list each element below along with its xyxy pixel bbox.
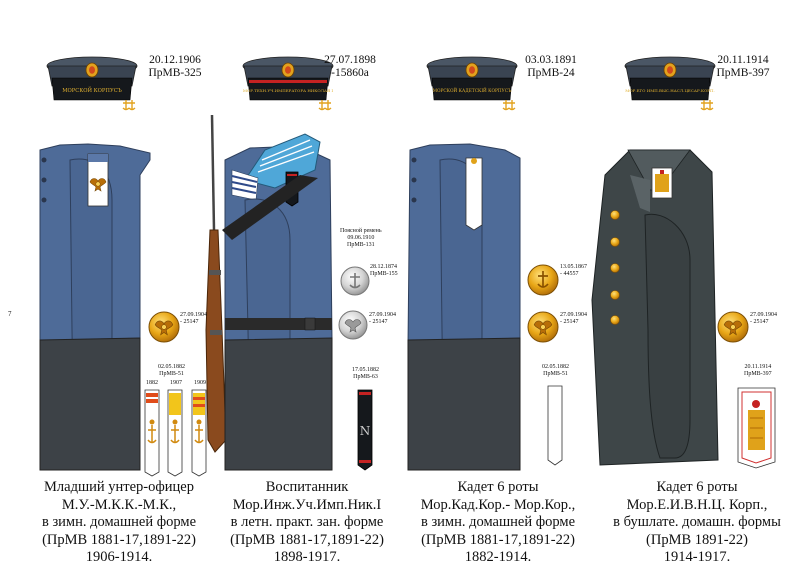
figure-4-button-date: 27.09.1904 (750, 312, 777, 318)
figure-1-cap (46, 56, 138, 111)
figure-4-header-order: ПрМВ-397 (716, 67, 770, 79)
figure-2-caption-line: Мор.Инж.Уч.Имп.Ник.I (232, 496, 382, 513)
figure-3-shoulder-strap (547, 385, 563, 466)
figure-1-caption-line: М.У.-М.К.К.-М.К., (61, 496, 177, 513)
figure-2-button-label: 27.09.1904 - 25147 (369, 312, 396, 326)
figure-3-caption: Кадет 6 роты Мор.Кад.Кор.- Мор.Кор., в з… (405, 479, 591, 567)
figure-4-caption-line: (ПрМВ 1891-22) (646, 531, 748, 548)
margin-mark: 7 (8, 310, 12, 318)
figure-2-button-date: 27.09.1904 (369, 312, 396, 318)
figure-4-header: 20.11.1914 ПрМВ-397 (703, 54, 783, 80)
figure-4-caption-line: в бушлате. домашн. формы (613, 514, 781, 530)
figure-3-caption-line: в зимн. домашней форме (420, 514, 576, 530)
figure-2-button-order: - 25147 (369, 319, 388, 325)
figure-4-caption-line: 1914-1917. (663, 549, 731, 565)
figure-2-cap (242, 56, 334, 111)
figure-3-header-date: 03.03.1891 (525, 54, 577, 66)
figure-4-caption: Кадет 6 роты Мор.Е.И.В.Н.Ц. Корп., в буш… (602, 479, 792, 567)
figure-2-header: 27.07.1898 -15860а (310, 54, 390, 80)
figure-3-shoulder-date: 02.05.1882 (542, 364, 569, 370)
figure-2-rifle (205, 114, 227, 453)
belt-note-line: 09.06.1910 (347, 235, 375, 241)
figure-1-shoulder-date: 02.05.1882 (158, 364, 185, 370)
figure-1-header-date: 20.12.1906 (149, 54, 201, 66)
figure-4-button-order: - 25147 (750, 319, 769, 325)
figure-2-belt-note: Поясной ремень 09.06.1910 ПрМВ-131 (340, 228, 382, 249)
figure-1-button-label: 27.09.1904 - 25147 (180, 312, 207, 326)
figure-2-trousers (224, 337, 333, 471)
figure-2-buckle-label: 28.12.1874 ПрМВ-155 (370, 264, 398, 278)
figure-3-cap (426, 56, 518, 111)
figure-2-caption: Воспитанник Мор.Инж.Уч.Имп.Ник.I в летн.… (214, 479, 400, 567)
figure-1-trousers (39, 337, 141, 471)
figure-3-button-date: 27.09.1904 (560, 312, 587, 318)
figure-4-header-date: 20.11.1914 (717, 54, 769, 66)
figure-4-button-label: 27.09.1904 - 25147 (750, 312, 777, 326)
stripe-year-2: 1907 (170, 380, 182, 386)
stripe-year-1: 1882 (146, 380, 158, 386)
figure-1-header: 20.12.1906 ПрМВ-325 (135, 54, 215, 80)
figure-3-header-order: ПрМВ-24 (527, 67, 575, 79)
figure-3-shoulder-order: ПрМВ-51 (543, 371, 568, 377)
figure-1-caption-line: в зимн. домашней форме (41, 514, 197, 530)
figure-2-header-date: 27.07.1898 (324, 54, 376, 66)
figure-2-caption-line: 1898-1917. (273, 549, 341, 565)
figure-2-shoulder-date: 17.05.1882 (352, 367, 379, 373)
figure-4-shoulder-label: 20.11.1914 ПрМВ-397 (744, 364, 772, 378)
figure-4-caption-line: Кадет 6 роты (656, 479, 738, 495)
figure-3-shoulder-label: 02.05.1882 ПрМВ-51 (542, 364, 569, 378)
figure-2-caption-line: (ПрМВ 1881-17,1891-22) (230, 531, 384, 548)
figure-3-anchor-label: 13.05.1867 - 44557 (560, 264, 587, 278)
figure-3-trousers (407, 337, 521, 471)
figure-2-buckle-order: ПрМВ-155 (370, 271, 398, 277)
figure-1-caption-line: Младший унтер-офицер (44, 479, 194, 495)
figure-4-shoulder-order: ПрМВ-397 (744, 371, 772, 377)
figure-3-anchor-date: 13.05.1867 (560, 264, 587, 270)
figure-2-shoulder-label: 17.05.1882 ПрМВ-63 (352, 367, 379, 381)
figure-3-button-order: - 25147 (560, 319, 579, 325)
stripe-year-3: 1909 (194, 380, 206, 386)
figure-4-cap (624, 56, 716, 111)
figure-2-shoulder-order: ПрМВ-63 (353, 374, 378, 380)
figure-2-sailor-collar (244, 133, 321, 189)
figure-1-header-order: ПрМВ-325 (148, 67, 202, 79)
figure-3-caption-line: 1882-1914. (464, 549, 532, 565)
figure-1-shoulder-label: 02.05.1882 ПрМВ-51 (158, 364, 185, 378)
figure-2-caption-line: в летн. практ. зан. форме (230, 514, 384, 530)
figure-1-caption-line: (ПрМВ 1881-17,1891-22) (42, 531, 196, 548)
figure-3-button-label: 27.09.1904 - 25147 (560, 312, 587, 326)
figure-3-caption-line: (ПрМВ 1881-17,1891-22) (421, 531, 575, 548)
figure-4-coat-buttons (610, 210, 620, 325)
figure-1-button-date: 27.09.1904 (180, 312, 207, 318)
figure-1-button-order: - 25147 (180, 319, 199, 325)
figure-1-shoulder-order: ПрМВ-51 (159, 371, 184, 377)
figure-1-caption-line: 1906-1914. (85, 549, 153, 565)
figure-4-shoulder-strap (737, 387, 776, 469)
belt-note-line: ПрМВ-131 (346, 242, 375, 248)
belt-note-line: Поясной ремень (340, 228, 382, 234)
figure-1-shoulder-straps (144, 389, 207, 477)
figure-2-buckle-date: 28.12.1874 (370, 264, 397, 270)
figure-3-caption-line: Мор.Кад.Кор.- Мор.Кор., (420, 496, 576, 513)
figure-4-caption-line: Мор.Е.И.В.Н.Ц. Корп., (626, 496, 768, 513)
figure-3-anchor-order: - 44557 (560, 271, 579, 277)
figure-2-shoulder-strap (357, 389, 373, 471)
figure-3-caption-line: Кадет 6 роты (457, 479, 539, 495)
figure-2-caption-line: Воспитанник (265, 479, 349, 495)
figure-4-shoulder-date: 20.11.1914 (744, 364, 772, 370)
figure-1-caption: Младший унтер-офицер М.У.-М.К.К.-М.К., в… (26, 479, 212, 567)
figure-3-header: 03.03.1891 ПрМВ-24 (511, 54, 591, 80)
svg-text:N: N (360, 424, 371, 438)
figure-2-header-order: -15860а (331, 67, 369, 79)
